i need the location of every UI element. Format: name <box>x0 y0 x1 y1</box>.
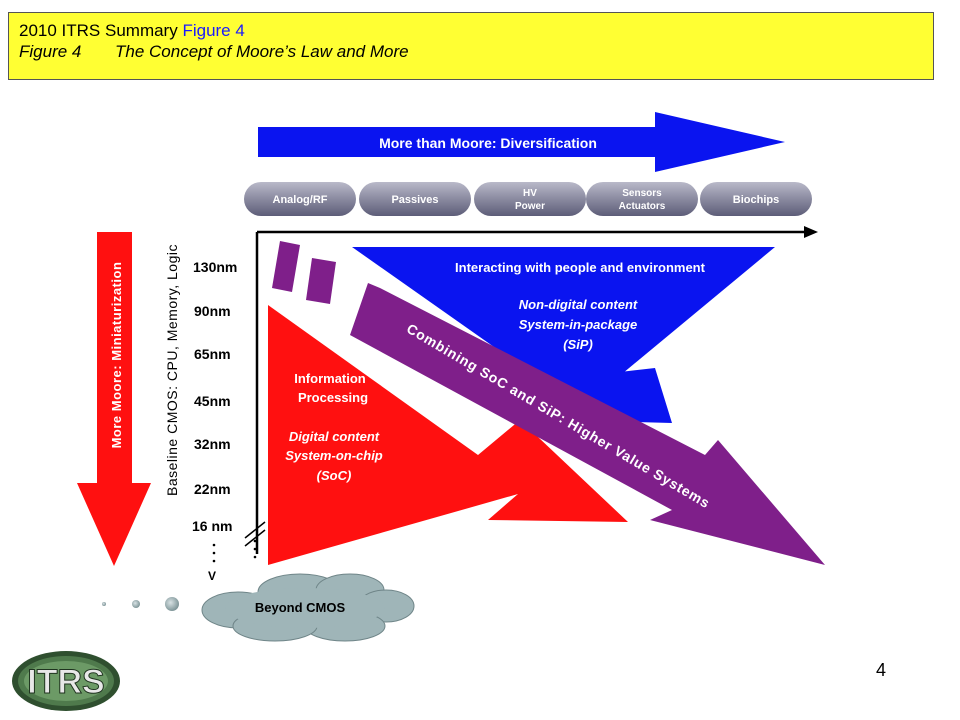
sip-content: (SiP) <box>563 337 593 352</box>
slide-title: 2010 ITRS Summary Figure 4 <box>19 21 923 41</box>
itrs-logo: ITRS <box>12 651 120 711</box>
node-label: 32nm <box>194 436 231 452</box>
page-number: 4 <box>876 660 887 680</box>
baseline-cmos-label: Baseline CMOS: CPU, Memory, Logic <box>164 244 180 496</box>
higher-value-arrow <box>272 241 825 565</box>
axis-arrowhead <box>804 226 818 238</box>
soc-heading: Information <box>294 371 366 386</box>
soc-content: System-on-chip <box>285 448 383 463</box>
pill-label: Passives <box>391 194 438 206</box>
title-accent: Figure 4 <box>182 21 245 40</box>
soc-content: (SoC) <box>317 468 352 483</box>
continuation-dots <box>212 543 216 563</box>
v-marker: V <box>208 569 216 583</box>
pill-passives: Passives <box>359 182 471 216</box>
pill-label: Power <box>515 201 545 212</box>
miniaturization-label: More Moore: Miniaturization <box>109 262 124 449</box>
figure-number: Figure 4 <box>19 42 82 61</box>
pill-analog-rf: Analog/RF <box>244 182 356 216</box>
pill-label: HV <box>523 188 537 199</box>
node-label: 45nm <box>194 393 231 409</box>
node-label: 16 nm <box>192 518 232 534</box>
soc-content: Digital content <box>289 429 380 444</box>
title-box: 2010 ITRS Summary Figure 4 Figure 4 The C… <box>8 12 934 80</box>
chart-axes <box>255 230 806 554</box>
sip-arrow <box>352 247 775 423</box>
axis-break <box>244 521 266 547</box>
pill-biochips: Biochips <box>700 182 812 216</box>
node-label: 65nm <box>194 346 231 362</box>
pill-label: Biochips <box>733 194 779 206</box>
pill-label: Analog/RF <box>273 194 328 206</box>
miniaturization-arrow <box>77 232 151 566</box>
pill-hv-power: HV Power <box>474 182 586 216</box>
beyond-cmos-cloud <box>201 573 415 642</box>
soc-arrow <box>268 305 628 565</box>
sip-content: Non-digital content <box>519 297 638 312</box>
sip-content: System-in-package <box>519 317 638 332</box>
node-label: 90nm <box>194 303 231 319</box>
logo-text: ITRS <box>27 663 104 701</box>
beyond-cmos-label: Beyond CMOS <box>255 600 346 615</box>
sip-heading: Interacting with people and environment <box>455 260 706 275</box>
title-prefix: 2010 ITRS Summary <box>19 21 183 40</box>
progression-dots <box>102 597 179 611</box>
diversification-arrow <box>258 112 785 172</box>
pill-sensors-actuators: Sensors Actuators <box>586 182 698 216</box>
pill-label: Actuators <box>619 201 666 212</box>
node-label: 22nm <box>194 481 231 497</box>
figure-caption: The Concept of Moore’s Law and More <box>115 42 409 61</box>
figure-caption-line: Figure 4 The Concept of Moore’s Law and M… <box>19 41 923 63</box>
soc-heading: Processing <box>298 390 368 405</box>
node-label: 130nm <box>193 259 237 275</box>
axis-continuation-dots <box>253 539 257 559</box>
diversification-label: More than Moore: Diversification <box>379 135 597 151</box>
pill-label: Sensors <box>622 188 662 199</box>
